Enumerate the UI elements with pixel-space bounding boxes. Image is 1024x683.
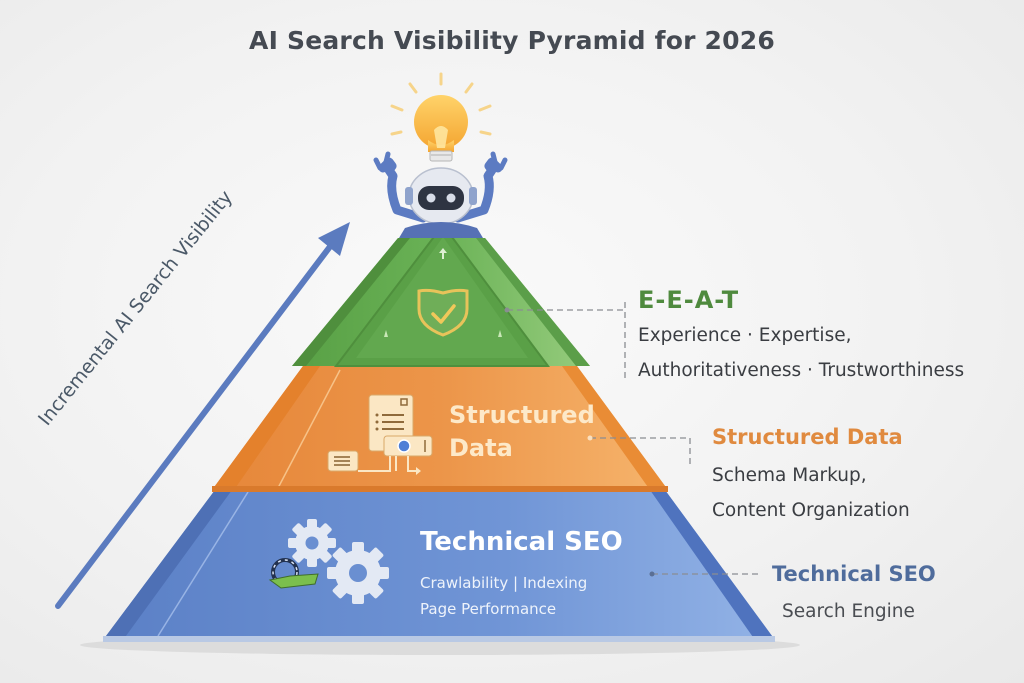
tier-technical-seo-subtitle-line2: Page Performance: [420, 600, 557, 618]
robot-with-lightbulb-icon: [373, 72, 508, 238]
tier-structured-data-title: Structured Data: [449, 399, 595, 465]
tier-structured-data: [212, 366, 668, 492]
callout-technical-seo-line-1: Search Engine: [782, 601, 915, 622]
callout-connectors: [507, 300, 760, 575]
tier-technical-seo: [103, 490, 775, 642]
callout-technical-seo-heading: Technical SEO: [772, 562, 936, 586]
callout-eeat-line-1: Experience · Expertise,: [638, 325, 852, 346]
document-schema-icon: [327, 394, 433, 475]
callout-structured-data-heading: Structured Data: [712, 425, 903, 449]
shield-check-icon: [417, 288, 469, 337]
tier-structured-data-title-line1: Structured: [449, 401, 595, 429]
callout-eeat-heading: E-E-A-T: [638, 286, 740, 314]
tier-technical-seo-title: Technical SEO: [420, 527, 623, 557]
tier-structured-data-title-line2: Data: [449, 434, 513, 462]
callout-structured-data-line-1: Schema Markup,: [712, 465, 867, 486]
tier-technical-seo-subtitle-line1: Crawlability | Indexing: [420, 574, 588, 592]
tier-eeat: [292, 223, 590, 367]
callout-eeat-line-2: Authoritativeness · Trustworthiness: [638, 360, 965, 381]
visibility-arrow: [55, 222, 350, 609]
page-title: AI Search Visibility Pyramid for 2026: [249, 26, 775, 55]
gears-icon: [268, 519, 389, 604]
callout-structured-data-line-2: Content Organization: [712, 500, 910, 521]
